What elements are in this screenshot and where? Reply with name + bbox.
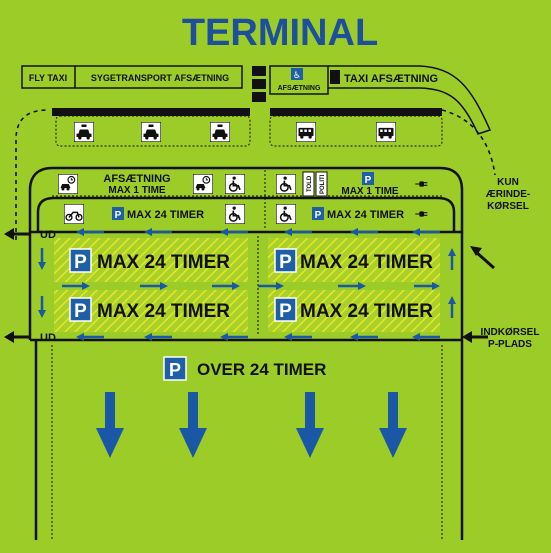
errand-entry-arrow <box>470 246 482 256</box>
svg-text:P: P <box>115 210 122 221</box>
down-arrow-icon <box>179 392 207 458</box>
svg-text:P: P <box>74 252 87 273</box>
big-down-arrows <box>96 392 407 458</box>
bus-icon <box>376 122 396 142</box>
fly-taxi-label: FLY TAXI <box>29 73 67 83</box>
wheelchair-small-icon <box>291 68 303 80</box>
entry-arrow <box>462 331 472 343</box>
dashed-loop-left <box>15 109 49 240</box>
ev-plug-icon <box>414 180 429 188</box>
parking-sign <box>69 297 92 322</box>
svg-text:P: P <box>365 175 372 186</box>
zone-left-title-line2: MAX 1 TIME <box>108 185 166 196</box>
motorcycle-icon <box>64 204 84 224</box>
block-label: MAX 24 TIMER <box>97 301 230 322</box>
block-label: MAX 24 TIMER <box>97 252 230 273</box>
svg-text:P: P <box>74 301 87 322</box>
inner-road <box>36 196 456 232</box>
block-label: MAX 24 TIMER <box>300 301 433 322</box>
parking-sign <box>362 172 374 185</box>
down-arrow-icon <box>96 392 124 458</box>
afsaetning-small-label: AFSÆTNING <box>278 85 321 92</box>
ud-exit-top: UD <box>40 229 56 241</box>
down-arrow-icon <box>296 392 324 458</box>
traffic-arrows <box>38 228 456 341</box>
svg-text:♿: ♿ <box>293 71 301 81</box>
car-clock-icon <box>193 174 213 194</box>
wheelchair-icon <box>225 174 245 194</box>
zone-left-title-line1: AFSÆTNING <box>103 173 170 185</box>
car-clock-icon <box>58 174 78 194</box>
page-title: TERMINAL <box>182 12 378 54</box>
wheelchair-icon <box>225 204 245 224</box>
ud-exit-bottom: UD <box>40 332 56 344</box>
parking-sign <box>112 207 124 220</box>
sygetransport-label: SYGETRANSPORT AFSÆTNING <box>91 73 229 83</box>
svg-text:P: P <box>279 301 292 322</box>
taxi-lane-curve <box>419 65 492 135</box>
afsaetning-small-box <box>269 65 329 95</box>
taxi-icon <box>74 122 94 142</box>
kun-label-line1: KUN <box>497 177 519 188</box>
upper-road <box>28 166 464 232</box>
svg-text:P: P <box>279 252 292 273</box>
block-label: MAX 24 TIMER <box>300 252 433 273</box>
indkorsel-label-line2: P-PLADS <box>488 339 532 350</box>
svg-text:P: P <box>315 210 322 221</box>
taxi-afsaetning-label: TAXI AFSÆTNING <box>344 73 438 85</box>
taxi-icon <box>210 122 230 142</box>
over24-label: OVER 24 TIMER <box>197 360 326 379</box>
dashed-loop-right <box>441 109 496 176</box>
wheelchair-icon <box>276 204 296 224</box>
zone-right-max1-label: MAX 1 TIME <box>341 186 399 197</box>
parking-sign <box>274 248 297 273</box>
top-strip-left <box>21 65 243 89</box>
kun-label-line2: ÆRINDE- <box>486 189 530 200</box>
wheelchair-icon <box>276 174 296 194</box>
kun-label-line3: KØRSEL <box>487 201 529 212</box>
parking-sign <box>274 297 297 322</box>
zone-left-row2-label: MAX 24 TIMER <box>127 209 204 221</box>
taxi-icon <box>141 122 161 142</box>
indkorsel-label-line1: INDKØRSEL <box>481 327 540 338</box>
parking-sign <box>163 356 187 381</box>
told-label: TOLD <box>307 175 313 192</box>
politi-label: POLITI <box>320 174 326 194</box>
parking-sign <box>69 248 92 273</box>
down-arrow-icon <box>379 392 407 458</box>
svg-text:P: P <box>169 360 181 380</box>
bus-icon <box>296 122 316 142</box>
zone-right-row2-label: MAX 24 TIMER <box>327 209 404 221</box>
parking-sign <box>312 207 324 220</box>
ev-plug-icon <box>414 210 429 218</box>
